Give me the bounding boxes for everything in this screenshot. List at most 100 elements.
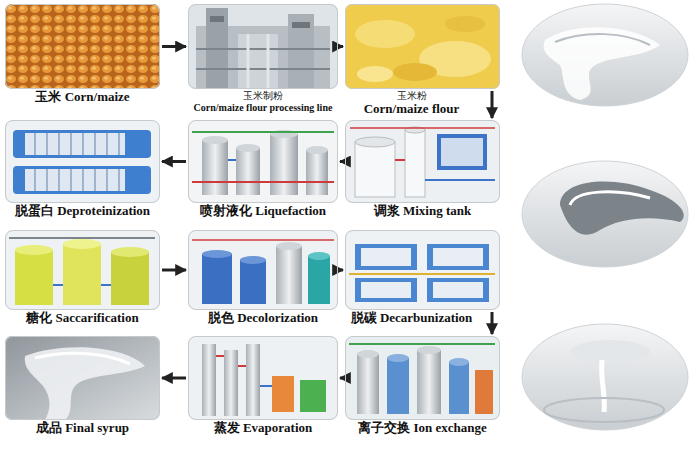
- caption-text: Corn/maize flour: [340, 102, 483, 117]
- saccharification-picture: [15, 250, 53, 305]
- art-shape: [58, 133, 60, 155]
- panel-caption: 离子交换 Ion exchange: [340, 421, 505, 436]
- caption-text: 玉米制粉: [183, 90, 343, 102]
- panel-caption: 成品 Final syrup: [0, 421, 165, 436]
- evaporator-picture: [238, 365, 246, 367]
- art-shape: [106, 169, 108, 191]
- syrup-photo: [544, 27, 660, 100]
- syrup-photo: [560, 182, 684, 235]
- art-shape: [82, 169, 84, 191]
- mill-picture: [238, 34, 278, 89]
- art-shape: [34, 133, 36, 155]
- decarbonization-picture: [427, 278, 489, 302]
- mixing-tank-picture: [350, 127, 495, 129]
- panel-caption: 糖化 Saccarification: [0, 311, 165, 326]
- panel-caption: 脱碳 Decarbunization: [340, 311, 483, 326]
- ion-exchange-picture: [357, 354, 379, 414]
- art-shape: [34, 169, 36, 191]
- process-panel: 脱蛋白 Deproteinization: [5, 120, 160, 203]
- panel-caption: 脱色 Decolorization: [183, 311, 343, 326]
- art-shape: [35, 169, 119, 191]
- mill-picture: [188, 4, 338, 89]
- filter-press-picture: [25, 169, 125, 191]
- decarbonization-picture: [345, 230, 500, 310]
- decolorization-picture: [192, 239, 334, 241]
- caption-text: 调浆 Mixing tank: [340, 204, 505, 219]
- syrup-photo: [522, 161, 688, 267]
- evaporator-picture: [188, 336, 338, 420]
- liquefaction-picture: [188, 120, 338, 203]
- decolorization-picture: [202, 254, 232, 304]
- liquefaction-picture: [192, 131, 334, 133]
- syrup-photo: [522, 324, 688, 430]
- flour-picture: [345, 4, 500, 89]
- decolorization-picture: [188, 230, 338, 310]
- decolorization-picture: [188, 230, 338, 310]
- caption-text: Corn/maize flour processing line: [183, 102, 343, 114]
- evaporator-picture: [224, 350, 238, 416]
- saccharification-picture: [5, 230, 160, 310]
- decolorization-picture: [308, 252, 330, 260]
- art-shape: [94, 169, 96, 191]
- liquefaction-picture: [236, 144, 260, 152]
- decarbonization-picture: [433, 282, 483, 298]
- process-panel: 玉米 Corn/maize: [5, 4, 160, 89]
- liquefaction-picture: [192, 181, 334, 183]
- mixing-tank-picture: [345, 120, 500, 203]
- process-panel: 玉米粉Corn/maize flour: [345, 4, 500, 89]
- liquefaction-picture: [202, 140, 228, 195]
- flow-arrow: [491, 312, 494, 334]
- liquefaction-picture: [202, 136, 228, 144]
- mill-picture: [267, 34, 270, 89]
- evaporator-picture: [202, 344, 216, 416]
- process-panel: 喷射液化 Liquefaction: [188, 120, 338, 203]
- mixing-tank-picture: [395, 159, 405, 161]
- ion-exchange-picture: [449, 362, 469, 414]
- mixing-tank-picture: [355, 137, 395, 147]
- panel-caption: 蒸发 Evaporation: [183, 421, 343, 436]
- flow-arrow: [340, 377, 343, 380]
- flour-picture: [393, 63, 437, 81]
- mill-picture: [196, 48, 330, 50]
- corn-picture: [5, 4, 160, 89]
- art-shape: [106, 133, 108, 155]
- art-shape: [70, 133, 72, 155]
- evaporator-picture: [216, 355, 224, 357]
- flour-picture: [345, 4, 500, 89]
- panel-caption: 玉米 Corn/maize: [0, 90, 165, 105]
- decolorization-picture: [188, 230, 338, 310]
- syrup-picture: [35, 353, 130, 364]
- filter-press-picture: [13, 166, 151, 194]
- mill-picture: [188, 4, 338, 89]
- art-shape: [35, 133, 119, 155]
- evaporator-picture: [260, 385, 272, 387]
- corn-picture: [5, 4, 160, 89]
- caption-text: 喷射液化 Liquefaction: [183, 204, 343, 219]
- process-panel: 蒸发 Evaporation: [188, 336, 338, 420]
- process-panel: 成品 Final syrup: [5, 336, 160, 420]
- syrup-photo: [522, 161, 688, 267]
- caption-text: 玉米 Corn/maize: [0, 90, 165, 105]
- decolorization-picture: [240, 256, 266, 264]
- decarbonization-picture: [355, 278, 417, 302]
- liquefaction-picture: [228, 159, 236, 161]
- mill-picture: [292, 22, 310, 28]
- caption-text: 脱蛋白 Deproteinization: [0, 204, 165, 219]
- mill-picture: [196, 68, 330, 70]
- flow-arrow: [491, 91, 494, 118]
- flow-arrow: [162, 269, 186, 272]
- flow-arrow: [162, 377, 186, 380]
- evaporator-picture: [300, 380, 326, 412]
- process-panel: 脱碳 Decarbunization: [345, 230, 500, 310]
- liquefaction-picture: [188, 120, 338, 203]
- filter-press-picture: [5, 120, 160, 203]
- art-shape: [94, 133, 96, 155]
- caption-text: 离子交换 Ion exchange: [340, 421, 505, 436]
- evaporator-picture: [272, 376, 294, 412]
- evaporator-picture: [188, 336, 338, 420]
- caption-text: 蒸发 Evaporation: [183, 421, 343, 436]
- flour-picture: [445, 16, 485, 32]
- saccharification-picture: [111, 252, 149, 305]
